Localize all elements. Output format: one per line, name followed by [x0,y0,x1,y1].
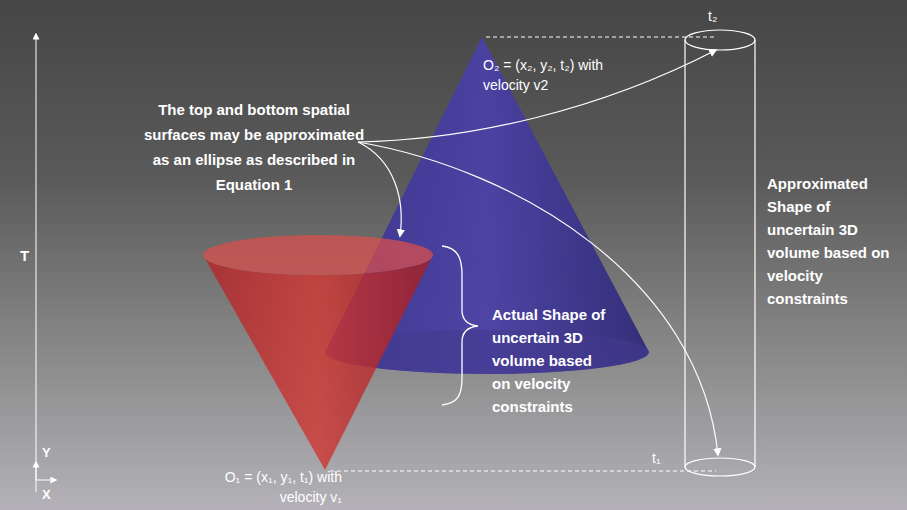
axis-label: Y [42,444,62,462]
xy-axes [36,462,56,480]
t2-guide [486,37,716,38]
t1-guide [330,471,716,472]
brace-label: Actual Shape of uncertain 3D volume base… [492,303,610,418]
brace [442,246,478,405]
callout-arrows [358,50,718,455]
callout-note: The top and bottom spatial surfaces may … [138,97,370,197]
cylinder-label: Approximated Shape of uncertain 3D volum… [767,172,899,310]
red-cone [203,235,433,470]
time-axis [36,34,37,492]
approx-cylinder [685,30,755,476]
origin-label: O₂ = (x₂, y₂, t₂) with velocity v2 [483,55,633,95]
axis-label: T [20,246,40,266]
origin-label: O₁ = (x₁, y₁, t₁) with velocity v₁ [186,467,342,507]
time-label: t₂ [708,6,738,26]
axis-label: X [42,486,62,504]
time-label: t₁ [652,448,682,468]
